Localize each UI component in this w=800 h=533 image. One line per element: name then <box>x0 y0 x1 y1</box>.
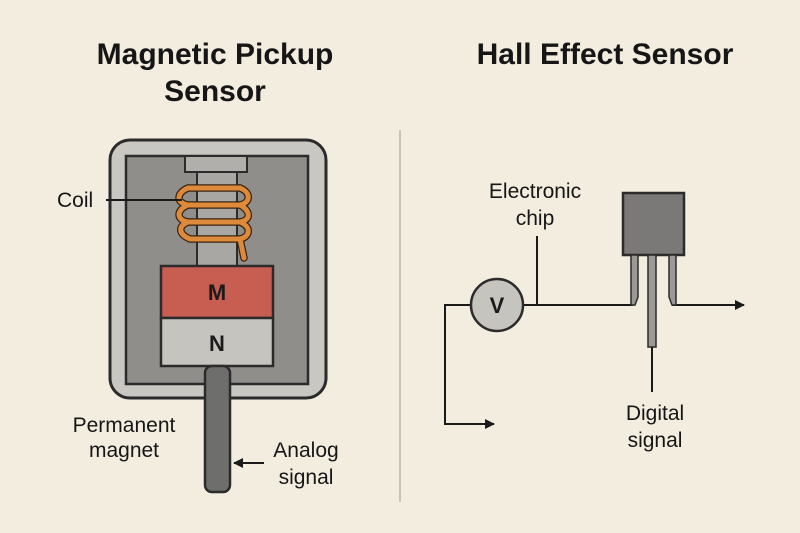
hall-chip-body <box>621 191 686 257</box>
permanent-magnet-label-line1: Permanent <box>73 414 176 437</box>
coil <box>175 184 252 262</box>
magnet-bottom <box>159 316 275 368</box>
electronic-chip-label-line2: chip <box>516 207 555 230</box>
magnet-top-letter: M <box>208 280 226 305</box>
sensor-rod <box>203 364 232 494</box>
digital-signal-label-line2: signal <box>628 429 683 452</box>
voltmeter-letter: V <box>490 293 505 318</box>
hall-chip-leads <box>630 254 677 348</box>
right-title: Hall Effect Sensor <box>477 38 734 71</box>
left-title-line2: Sensor <box>164 75 266 108</box>
magnet-bottom-letter: N <box>209 331 225 356</box>
magnet-top <box>159 264 275 320</box>
pole-piece-cap <box>184 155 248 173</box>
return-arrow <box>444 304 495 429</box>
electronic-chip-label-line1: Electronic <box>489 180 581 203</box>
permanent-magnet-label-line2: magnet <box>89 439 159 462</box>
left-title-line1: Magnetic Pickup <box>97 38 334 71</box>
digital-signal-label-line1: Digital <box>626 402 684 425</box>
voltmeter <box>469 277 525 333</box>
coil-label: Coil <box>57 189 93 212</box>
analog-signal-label-line1: Analog <box>273 439 338 462</box>
analog-signal-label-line2: signal <box>279 466 334 489</box>
